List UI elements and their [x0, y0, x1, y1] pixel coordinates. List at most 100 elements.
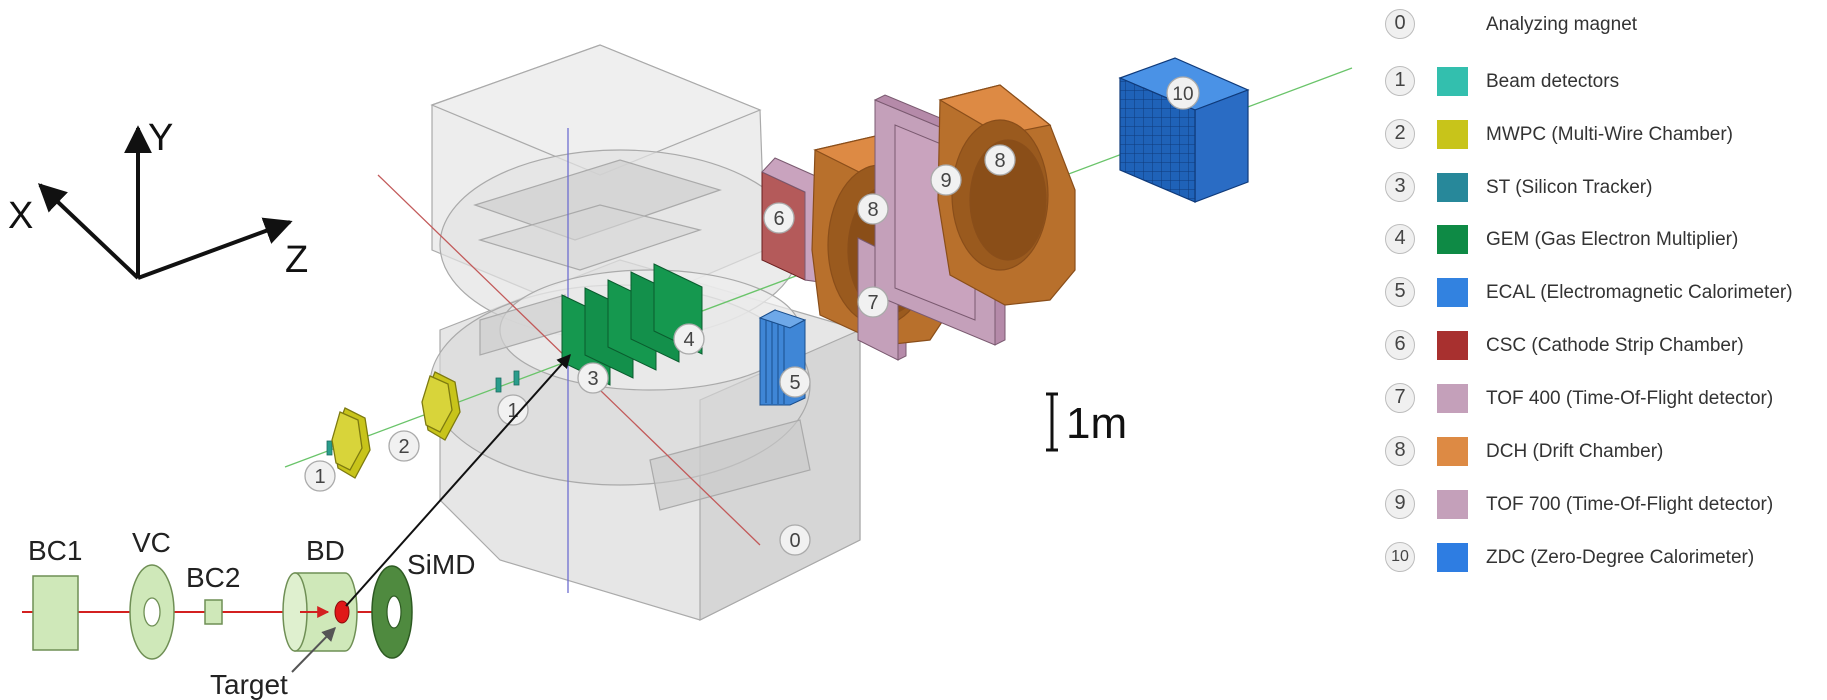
marker-9-label: 9	[940, 170, 951, 192]
marker-6: 6	[763, 202, 795, 234]
marker-9: 9	[930, 164, 962, 196]
beam-detector-b	[495, 377, 502, 393]
z-axis-label: Z	[285, 239, 308, 281]
mwpc-chambers	[331, 371, 461, 479]
legend-swatch	[1437, 173, 1468, 202]
marker-4-label: 4	[683, 329, 694, 351]
dch2-top	[938, 84, 1052, 136]
bd-label: BD	[306, 535, 345, 566]
legend-label: MWPC (Multi-Wire Chamber)	[1486, 124, 1733, 145]
legend-swatch	[1437, 120, 1468, 149]
legend-item: 9 TOF 700 (Time-Of-Flight detector)	[1380, 483, 1827, 527]
legend-item: 7 TOF 400 (Time-Of-Flight detector)	[1380, 377, 1827, 421]
legend-swatch	[1437, 225, 1468, 254]
legend-label: TOF 700 (Time-Of-Flight detector)	[1486, 494, 1774, 515]
legend-number: 3	[1385, 172, 1415, 202]
zoom-arrow	[345, 353, 571, 607]
beam-detector-a	[326, 440, 333, 456]
magnet-slab-4	[477, 204, 703, 271]
legend-number: 0	[1385, 9, 1415, 39]
legend-swatch	[1437, 278, 1468, 307]
vc-detector	[129, 564, 175, 660]
bc2-label: BC2	[186, 562, 240, 593]
legend-number: 2	[1385, 119, 1415, 149]
simd-detector	[371, 565, 413, 659]
marker-3-label: 3	[587, 368, 598, 390]
marker-7: 7	[857, 286, 889, 318]
legend-label: DCH (Drift Chamber)	[1486, 441, 1664, 462]
legend-label: CSC (Cathode Strip Chamber)	[1486, 335, 1744, 356]
legend-swatch	[1437, 437, 1468, 466]
x-axis-label: X	[8, 195, 33, 237]
legend-item: 8 DCH (Drift Chamber)	[1380, 430, 1827, 474]
target-pointer	[291, 626, 336, 673]
legend-number: 7	[1385, 383, 1415, 413]
marker-5: 5	[779, 366, 811, 398]
axes-triad	[37, 125, 293, 280]
scale-label: 1m	[1066, 399, 1127, 448]
legend-number: 5	[1385, 277, 1415, 307]
legend-swatch	[1437, 543, 1468, 572]
beam-detector-c	[513, 370, 520, 386]
marker-8-a-label: 8	[867, 199, 878, 221]
marker-1-b: 1	[497, 394, 529, 426]
legend-item: 2 MWPC (Multi-Wire Chamber)	[1380, 113, 1827, 157]
marker-7-label: 7	[867, 292, 878, 314]
legend-number: 10	[1385, 542, 1415, 572]
z-axis-line	[137, 217, 293, 280]
bc1-label: BC1	[28, 535, 82, 566]
mwpc-2-face	[421, 375, 453, 433]
magnet-slab-3	[649, 419, 811, 511]
marker-2-label: 2	[398, 436, 409, 458]
gem-chambers	[561, 263, 703, 386]
legend-number: 8	[1385, 436, 1415, 466]
marker-0: 0	[779, 524, 811, 556]
bc2-detector	[204, 599, 223, 625]
vc-label: VC	[132, 527, 171, 558]
beamline-inset: BC1 VC BC2 BD SiMD Target	[22, 527, 475, 700]
marker-6-label: 6	[773, 208, 784, 230]
legend-swatch	[1437, 331, 1468, 360]
zdc-side	[1194, 89, 1249, 203]
legend-label: ZDC (Zero-Degree Calorimeter)	[1486, 547, 1755, 568]
legend-swatch	[1437, 67, 1468, 96]
marker-3: 3	[577, 362, 609, 394]
marker-1-a-label: 1	[314, 466, 325, 488]
diagram-markers: 0 1 1 2 3 4 5 6	[304, 76, 1200, 556]
legend-item: 10 ZDC (Zero-Degree Calorimeter)	[1380, 536, 1827, 580]
legend-item: 3 ST (Silicon Tracker)	[1380, 166, 1827, 210]
y-axis-label: Y	[148, 117, 173, 159]
marker-1-a: 1	[304, 460, 336, 492]
target-label: Target	[210, 669, 288, 700]
legend-label: Beam detectors	[1486, 71, 1620, 92]
magnet-yoke-top	[430, 44, 762, 176]
legend-label: ST (Silicon Tracker)	[1486, 177, 1653, 198]
legend-label: ECAL (Electromagnetic Calorimeter)	[1486, 282, 1793, 303]
legend-swatch	[1437, 384, 1468, 413]
marker-10-label: 10	[1172, 84, 1193, 105]
legend-number: 4	[1385, 224, 1415, 254]
x-axis-line	[37, 183, 140, 280]
marker-8-b: 8	[984, 144, 1016, 176]
marker-4: 4	[673, 323, 705, 355]
marker-8-a: 8	[857, 193, 889, 225]
legend-number: 9	[1385, 489, 1415, 519]
bc1-detector	[32, 575, 79, 651]
legend-swatch	[1437, 490, 1468, 519]
marker-0-label: 0	[789, 530, 800, 552]
scale-bar	[1046, 392, 1058, 452]
legend-label: TOF 400 (Time-Of-Flight detector)	[1486, 388, 1774, 409]
legend-item: 5 ECAL (Electromagnetic Calorimeter)	[1380, 271, 1827, 315]
marker-5-label: 5	[789, 372, 800, 394]
target-spot	[334, 600, 350, 624]
beam-detectors	[326, 370, 520, 456]
analyzing-magnet	[429, 44, 861, 621]
simd-label: SiMD	[407, 549, 475, 580]
marker-1-b-label: 1	[507, 400, 518, 422]
marker-2: 2	[388, 430, 420, 462]
mwpc-1-face	[331, 411, 363, 471]
